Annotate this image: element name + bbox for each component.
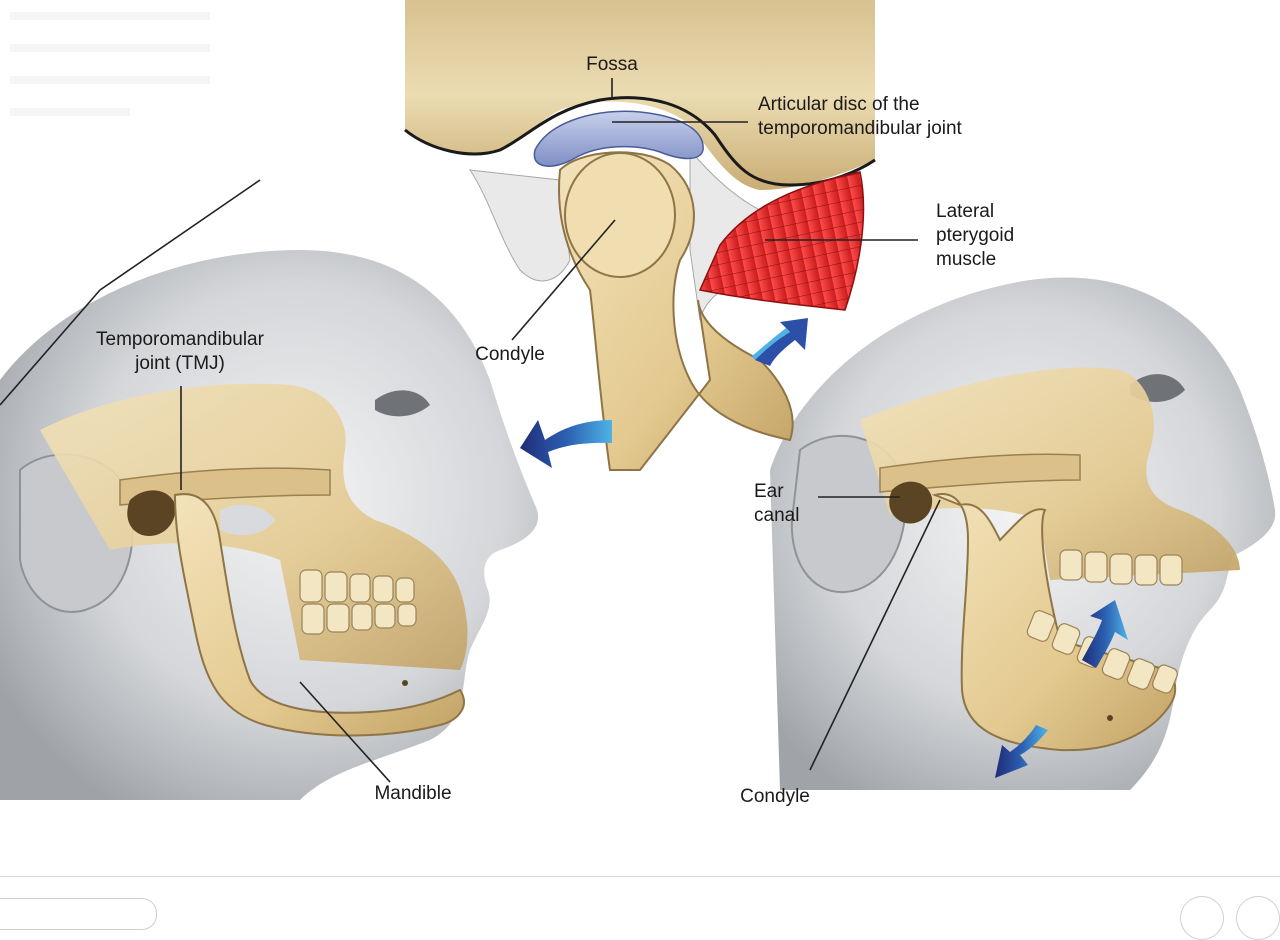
- fossa-outline: [404, 96, 876, 187]
- label-tmj: Temporomandibular joint (TMJ): [96, 329, 264, 374]
- leader-condyle-bottom: [809, 499, 941, 771]
- left-ear-canal-hole: [127, 490, 176, 536]
- joint-close-up: [404, 0, 876, 471]
- label-fossa: Fossa: [586, 54, 638, 75]
- bottom-toolbar: [0, 876, 1280, 911]
- label-mandible: Mandible: [374, 783, 452, 804]
- right-mandible: [931, 493, 1177, 752]
- more-button[interactable]: [1236, 896, 1280, 940]
- right-upper-teeth: [1059, 549, 1183, 586]
- leader-mandible: [299, 681, 391, 783]
- left-head-closed-mouth: [0, 250, 539, 800]
- left-mandible: [173, 493, 465, 737]
- right-zygomatic-arch: [879, 453, 1081, 493]
- movement-arrow-right-down: [995, 725, 1048, 778]
- zoom-button[interactable]: [1180, 896, 1224, 940]
- lateral-pterygoid-muscle: [698, 171, 865, 311]
- label-articular-disc: Articular disc of the temporomandibular …: [758, 94, 962, 139]
- tmj-anatomy-diagram: [0, 0, 1276, 800]
- label-condyle-top: Condyle: [475, 344, 545, 365]
- label-lateral-pterygoid-muscle: Lateral pterygoid muscle: [936, 201, 1015, 270]
- left-eye: [375, 390, 430, 417]
- label-condyle-bottom: Condyle: [740, 786, 810, 807]
- joint-capsule: [468, 169, 571, 282]
- movement-arrow-muscle: [752, 318, 808, 366]
- temporal-bone: [405, 0, 875, 190]
- left-teeth: [299, 569, 417, 635]
- movement-arrow-left: [520, 420, 612, 468]
- leader-lines: [0, 78, 941, 783]
- articular-disc: [533, 110, 704, 167]
- label-ear-canal: Ear canal: [754, 481, 800, 526]
- bottom-pill-button[interactable]: [0, 898, 157, 930]
- right-ear: [790, 434, 907, 594]
- right-ear-canal-hole: [889, 481, 933, 524]
- background-diagonal-line: [0, 289, 101, 406]
- movement-arrow-right-up: [1082, 600, 1128, 668]
- leader-condyle-top: [511, 219, 616, 341]
- background-faded-text: [10, 12, 210, 116]
- right-head-open-mouth: [770, 277, 1276, 790]
